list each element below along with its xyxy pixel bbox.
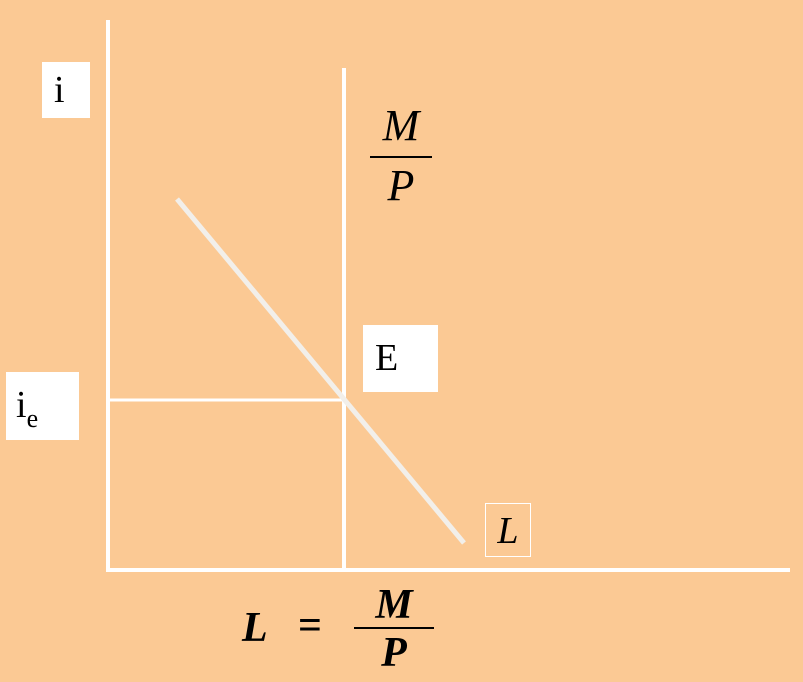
equilibrium-rate-subscript: e: [26, 404, 39, 433]
equation-numerator: M: [375, 582, 413, 628]
equation-fraction: M P: [354, 582, 434, 676]
equilibrium-point-label: E: [363, 325, 438, 392]
money-supply-fraction-bar: [370, 156, 432, 158]
equilibrium-rate-label: ie: [6, 372, 79, 440]
equation-equals: =: [298, 603, 322, 649]
money-supply-denominator: P: [387, 161, 415, 210]
money-demand-curve: [175, 197, 466, 545]
demand-curve-label: L: [485, 503, 531, 557]
money-supply-numerator: M: [382, 101, 420, 150]
equation-lhs: L: [242, 605, 268, 651]
equilibrium-rate-symbol: i: [16, 384, 27, 426]
equation-fraction-bar: [354, 627, 434, 629]
y-axis-label: i: [42, 62, 90, 118]
equation-denominator: P: [381, 630, 407, 676]
money-supply-label: M P: [370, 100, 432, 216]
